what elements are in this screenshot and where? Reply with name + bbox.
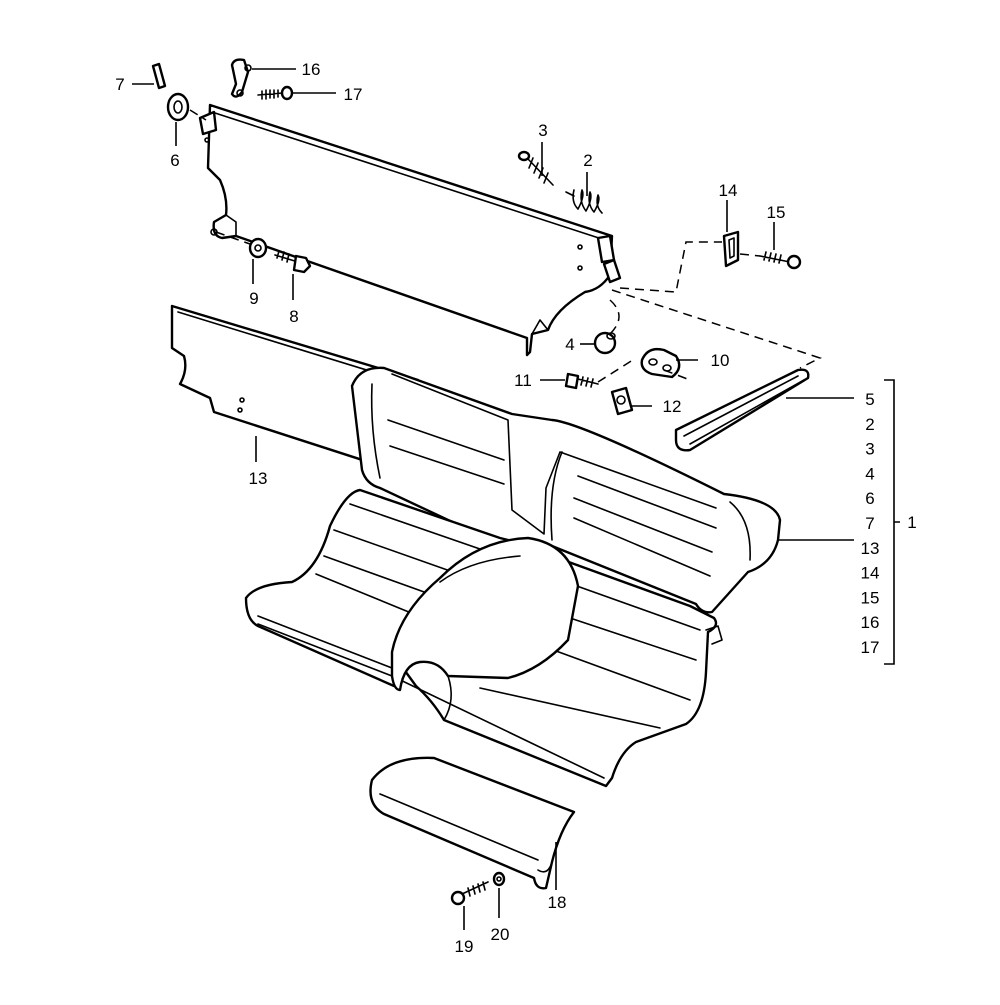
callout-labels: 7 6 16 17 3 2 14 15 9 8 4 10 11 12 13 18… [115,60,916,956]
screw-part-3 [517,150,554,186]
assembly-list-item: 2 [865,415,874,434]
leader-lines [132,68,854,930]
assembly-list-item: 14 [861,564,880,583]
assembly-list-item: 15 [861,588,880,607]
clip-part-12 [610,386,634,416]
callout-20: 20 [491,925,510,944]
callout-14: 14 [719,181,738,200]
callout-9: 9 [249,289,258,308]
callout-17: 17 [344,85,363,104]
assembly-list-item: 6 [865,489,874,508]
callout-16: 16 [302,60,321,79]
assembly-list-item: 3 [865,440,874,459]
screw-part-11 [564,372,599,390]
assembly-list-item: 4 [865,464,874,483]
washer-part-9 [248,237,268,259]
bolt-part-8 [274,250,312,274]
callout-6: 6 [170,151,179,170]
callout-8: 8 [289,307,298,326]
assembly-list-item: 16 [861,613,880,632]
assembly-list-item: 7 [865,514,874,533]
callout-4: 4 [565,335,574,354]
pin-part-7 [151,62,167,90]
callout-18: 18 [548,893,567,912]
callout-15: 15 [767,203,786,222]
hinge-plate-part-14 [722,230,740,268]
assembly-dashed-lines [189,109,822,383]
callout-10: 10 [711,351,730,370]
callout-1: 1 [907,513,916,532]
knob-part-4 [593,331,617,355]
callout-11: 11 [514,371,532,390]
assembly-list-item: 17 [861,638,880,657]
callout-13: 13 [249,469,268,488]
screw-part-15 [759,251,802,270]
washer-part-6 [166,92,190,122]
assembly-bracket [884,379,900,665]
seat-backrest [350,366,782,614]
callout-7: 7 [115,75,124,94]
screw-part-17 [257,85,294,101]
pad-part-18 [369,756,576,890]
assembly-list-item: 5 [865,390,874,409]
trim-strip-part-5 [674,368,810,452]
spring-part-2 [565,189,603,214]
callout-2: 2 [583,151,592,170]
assembly-part-list: 5 2 3 4 6 7 13 14 15 16 17 [861,390,880,657]
washer-part-20 [492,871,506,887]
backrest-frame-panel [198,103,622,357]
seat-cushion [244,488,723,788]
callout-12: 12 [663,397,682,416]
screw-part-19 [450,881,489,906]
callout-19: 19 [455,937,474,956]
assembly-list-item: 13 [861,539,880,558]
bracket-part-16 [230,58,252,98]
callout-3: 3 [538,121,547,140]
bumper-part-10 [640,347,681,379]
